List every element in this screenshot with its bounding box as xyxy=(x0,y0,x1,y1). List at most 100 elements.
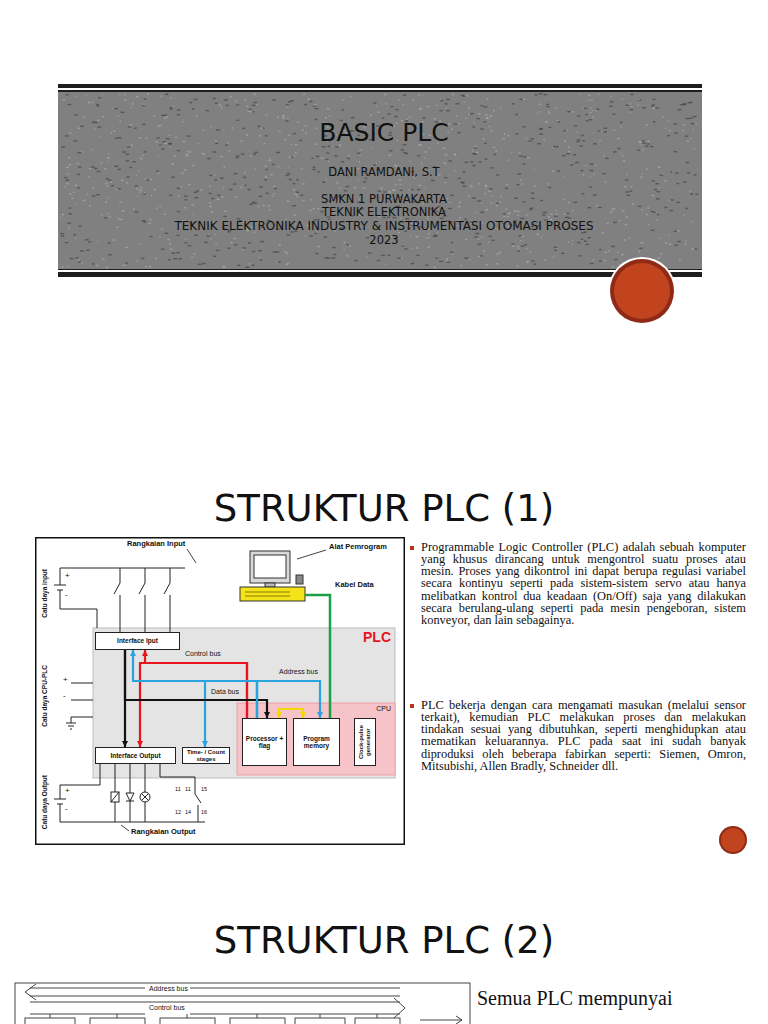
band-texture xyxy=(105,183,107,184)
band-texture xyxy=(118,188,121,189)
band-texture xyxy=(161,115,164,116)
band-texture xyxy=(496,174,499,175)
bus-diagram xyxy=(295,1018,345,1024)
band-texture xyxy=(651,195,653,196)
band-texture xyxy=(75,257,79,258)
band-texture xyxy=(629,237,631,238)
band-texture xyxy=(69,213,72,214)
band-texture xyxy=(350,96,352,97)
band-texture xyxy=(78,128,80,129)
band-texture xyxy=(478,183,480,184)
band-texture xyxy=(79,226,82,227)
band-texture xyxy=(333,254,336,255)
band-texture xyxy=(552,257,553,258)
band-texture xyxy=(269,158,270,159)
band-texture xyxy=(638,206,641,207)
band-texture xyxy=(67,222,71,223)
band-texture xyxy=(612,114,615,115)
bus-label: Address bus xyxy=(279,668,318,676)
band-texture xyxy=(347,158,350,159)
band-texture xyxy=(378,190,381,191)
band-texture xyxy=(177,109,180,110)
band-texture xyxy=(219,104,222,105)
band-texture xyxy=(292,183,295,184)
band-texture xyxy=(315,143,317,144)
band-texture xyxy=(613,151,617,152)
band-texture xyxy=(557,121,560,122)
band-texture xyxy=(143,221,146,222)
band-texture xyxy=(623,155,624,156)
band-texture xyxy=(499,202,501,203)
band-texture xyxy=(617,148,620,149)
band-texture xyxy=(61,266,63,267)
band-texture xyxy=(69,207,72,208)
band-texture xyxy=(480,255,483,256)
band-texture xyxy=(209,193,212,194)
band-texture xyxy=(582,193,585,194)
band-texture xyxy=(264,143,266,144)
band-texture xyxy=(648,141,650,142)
band-texture xyxy=(620,126,621,127)
band-texture xyxy=(463,186,467,187)
band-texture xyxy=(408,189,409,190)
band-texture xyxy=(272,99,276,100)
band-texture xyxy=(577,242,581,243)
band-texture xyxy=(299,140,302,141)
band-texture xyxy=(325,178,326,179)
band-texture xyxy=(324,236,328,237)
band-texture xyxy=(465,162,468,163)
band-texture xyxy=(104,168,106,169)
band-texture xyxy=(357,180,358,181)
band-texture xyxy=(586,120,589,121)
band-texture xyxy=(456,115,457,116)
title-band xyxy=(58,84,702,277)
band-texture xyxy=(660,253,662,254)
band-texture xyxy=(252,105,256,106)
band-texture xyxy=(446,261,450,262)
band-texture xyxy=(226,105,229,106)
band-texture xyxy=(452,94,454,95)
band-texture xyxy=(631,106,633,107)
box-label: Clock-pulse generator xyxy=(358,720,371,764)
band-texture xyxy=(609,106,612,107)
band-texture xyxy=(235,100,237,101)
band-texture xyxy=(637,104,639,105)
band-texture xyxy=(305,132,307,133)
band-texture xyxy=(623,160,625,161)
device-label: Alat Pemrogram xyxy=(329,543,387,551)
band-texture xyxy=(101,162,103,163)
panel-heading: PLC xyxy=(363,630,391,645)
band-texture xyxy=(517,215,518,216)
band-texture xyxy=(105,201,107,202)
band-texture xyxy=(381,255,385,256)
band-texture xyxy=(131,144,133,145)
band-texture xyxy=(610,96,612,97)
band-texture xyxy=(241,153,244,154)
band-texture xyxy=(303,183,305,184)
band-texture xyxy=(241,140,243,141)
band-texture xyxy=(480,212,484,213)
band-texture xyxy=(557,170,560,171)
band-texture xyxy=(548,187,551,188)
band-texture xyxy=(173,258,177,259)
band-texture xyxy=(553,146,556,147)
band-texture xyxy=(517,173,521,174)
band-texture xyxy=(160,95,161,96)
band-texture xyxy=(187,135,191,136)
band-texture xyxy=(485,187,486,188)
band-texture xyxy=(242,249,244,250)
band-texture xyxy=(372,147,373,148)
band-texture xyxy=(185,239,186,240)
band-texture xyxy=(664,180,667,181)
band-texture xyxy=(613,129,615,130)
band-texture xyxy=(149,223,151,224)
band-texture xyxy=(265,169,268,170)
band-texture xyxy=(122,210,125,211)
band-texture xyxy=(669,234,670,235)
band-texture xyxy=(267,160,268,161)
band-texture xyxy=(652,108,655,109)
band-texture xyxy=(630,190,633,191)
output-circuit xyxy=(60,822,205,823)
band-texture xyxy=(277,116,279,117)
band-texture xyxy=(194,192,197,193)
